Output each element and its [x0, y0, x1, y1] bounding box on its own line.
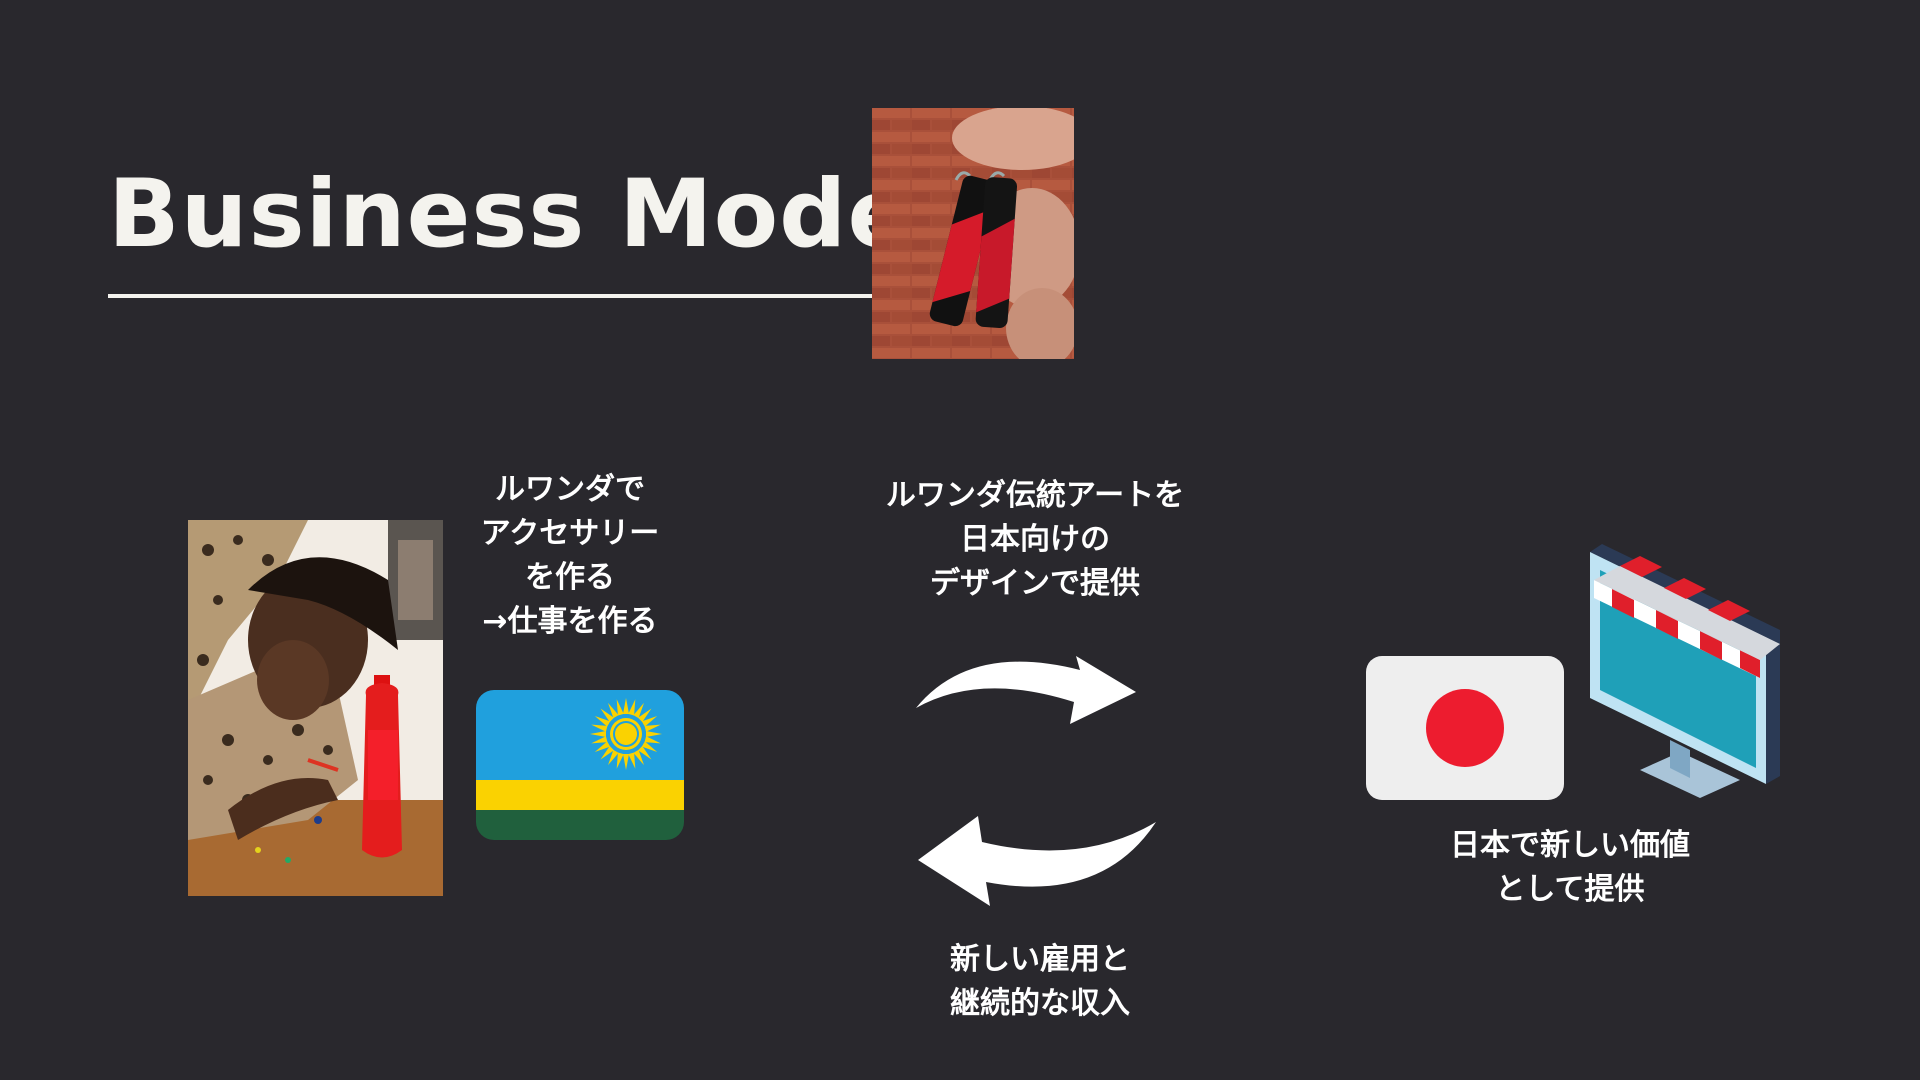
- center-top-line-2: 日本向けの: [960, 522, 1110, 557]
- rwanda-description: ルワンダで アクセサリー を作る →仕事を作る: [460, 468, 680, 644]
- center-top-line-3: デザインで提供: [930, 566, 1140, 601]
- rwanda-flag-icon: [476, 690, 684, 840]
- curved-arrow-right-icon: [916, 656, 1136, 724]
- japan-description: 日本で新しい価値 として提供: [1400, 824, 1740, 912]
- center-bottom-line-1: 新しい雇用と: [950, 942, 1130, 977]
- rwanda-line-2: アクセサリー: [480, 516, 660, 551]
- center-bottom-line-2: 継続的な収入: [950, 986, 1130, 1021]
- rwanda-line-3: を作る: [525, 560, 615, 595]
- rwanda-line-1: ルワンダで: [495, 472, 645, 507]
- japan-line-2: として提供: [1495, 872, 1645, 907]
- curved-arrow-left-icon: [918, 816, 1156, 906]
- artisan-photo: [188, 520, 443, 896]
- slide-title: Business Model: [108, 160, 946, 269]
- center-top-line-1: ルワンダ伝統アートを: [885, 478, 1185, 513]
- title-underline: [108, 294, 873, 298]
- japan-line-1: 日本で新しい価値: [1450, 828, 1690, 863]
- online-shop-monitor-icon: [1590, 544, 1780, 798]
- japan-flag-icon: [1366, 656, 1564, 800]
- rwanda-line-4: →仕事を作る: [482, 604, 658, 639]
- center-top-description: ルワンダ伝統アートを 日本向けの デザインで提供: [855, 474, 1215, 606]
- center-bottom-description: 新しい雇用と 継続的な収入: [905, 938, 1175, 1026]
- earring-photo: [872, 108, 1074, 359]
